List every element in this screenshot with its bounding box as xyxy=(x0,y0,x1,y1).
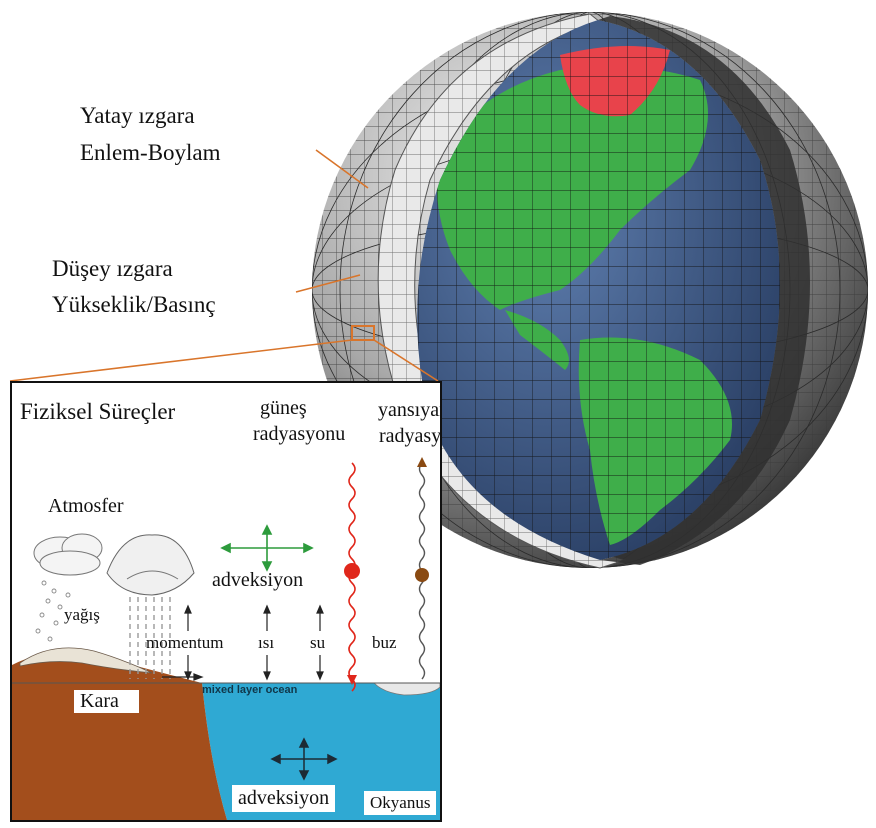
advection-arrows-top xyxy=(220,524,314,572)
solar-radiation-arrow xyxy=(344,462,360,692)
horizontal-grid-label-2: Enlem-Boylam xyxy=(80,140,221,165)
reflected-radiation-arrow xyxy=(415,457,429,680)
water-label: su xyxy=(310,633,326,652)
physical-processes-panel: Fiziksel Süreçler güneş radyasyonu yansı… xyxy=(10,381,442,822)
panel-title: Fiziksel Süreçler xyxy=(20,399,176,424)
ocean-label: Okyanus xyxy=(364,791,437,815)
leader-horizontal-grid xyxy=(315,149,369,189)
momentum-arrow xyxy=(184,604,192,681)
momentum-label: momentum xyxy=(146,633,224,652)
processes-diagram xyxy=(12,457,440,820)
precipitation-label: yağış xyxy=(64,605,100,624)
ice-label: buz xyxy=(372,633,397,652)
advection-bottom-label: adveksiyon xyxy=(232,785,336,812)
selected-grid-cell xyxy=(351,325,375,341)
land-label: Kara xyxy=(74,690,139,713)
sea-ice xyxy=(373,682,440,696)
heat-label: ısı xyxy=(258,633,275,652)
heat-arrow xyxy=(263,604,271,681)
inner-ocean xyxy=(417,20,780,560)
vertical-grid-label-2: Yükseklik/Basınç xyxy=(52,292,216,317)
advection-top-label: adveksiyon xyxy=(212,569,304,591)
leader-vertical-grid xyxy=(295,274,361,293)
solar-radiation-label-1: güneş xyxy=(260,397,307,419)
cut-wall xyxy=(598,16,810,565)
atmosphere-label: Atmosfer xyxy=(48,495,124,517)
leader-panel-left xyxy=(9,339,353,382)
advection-arrows-bottom xyxy=(270,737,338,781)
solar-radiation-label-2: radyasyonu xyxy=(250,423,349,446)
vertical-grid-label-1: Düşey ızgara xyxy=(52,256,173,281)
horizontal-grid-label-1: Yatay ızgara xyxy=(80,103,195,128)
mixed-layer-label: mixed layer ocean xyxy=(202,684,298,696)
storm-cloud xyxy=(106,534,195,679)
land-panel xyxy=(12,651,227,820)
leader-panel-right xyxy=(373,339,439,382)
reflected-radiation-label-2: radyasyon xyxy=(376,425,440,448)
water-arrow xyxy=(316,604,324,681)
reflected-radiation-label-1: yansıyan xyxy=(378,399,442,421)
rain-cloud xyxy=(33,533,103,642)
